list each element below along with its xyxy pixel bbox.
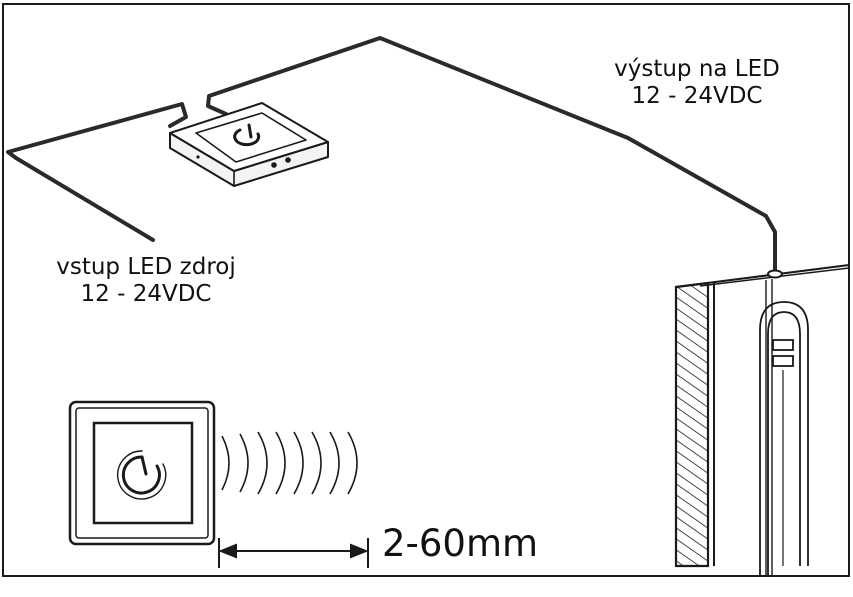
input-label-line2: 12 - 24VDC — [80, 281, 212, 308]
output-wire — [206, 36, 777, 274]
cabinet — [674, 264, 850, 576]
output-label: výstup na LED 12 - 24VDC — [592, 56, 802, 110]
distance-label: 2-60mm — [382, 522, 539, 565]
sensor-switch — [68, 400, 216, 546]
power-icon — [117, 450, 167, 500]
output-label-line1: výstup na LED — [614, 56, 780, 82]
diagram-frame — [2, 3, 850, 577]
led-controller — [169, 102, 329, 187]
input-wire — [6, 102, 188, 242]
led-strip — [759, 301, 809, 576]
input-label: vstup LED zdroj 12 - 24VDC — [28, 254, 264, 308]
sensor-waves-icon — [221, 431, 358, 495]
wire-entry-point — [767, 269, 783, 279]
output-label-line2: 12 - 24VDC — [631, 83, 763, 110]
input-label-line1: vstup LED zdroj — [56, 254, 236, 280]
distance-dimension — [218, 538, 369, 568]
power-icon — [233, 123, 261, 147]
power-icon — [121, 455, 161, 495]
